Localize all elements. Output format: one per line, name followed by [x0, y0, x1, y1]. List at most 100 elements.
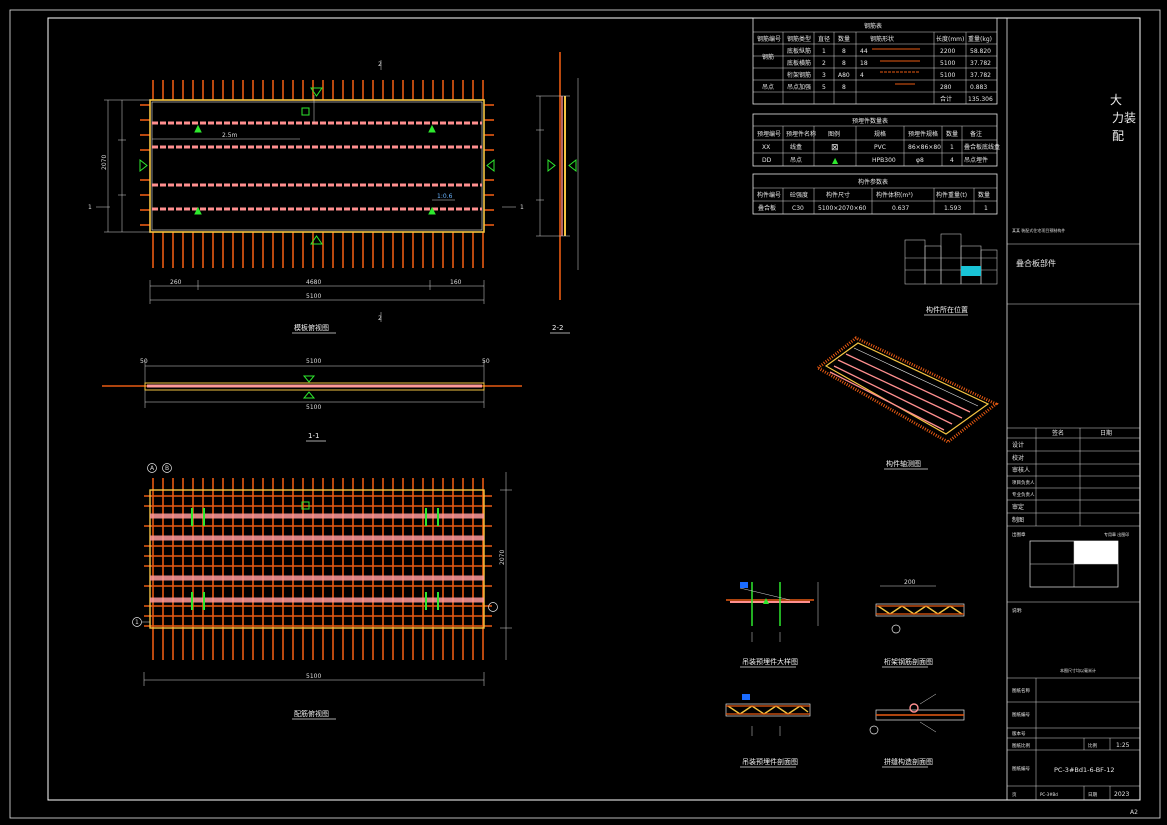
embedded-cell: 叠合板底线盒 — [964, 143, 1000, 151]
drawing-frame-outer — [9, 9, 1161, 819]
detail-lift-section-caption: 吊装预埋件剖面图 — [742, 757, 798, 766]
component-cell: 构件尺寸 — [826, 191, 850, 199]
embedded-cell: DD — [762, 157, 772, 164]
rebar-cell: 直径 — [818, 35, 830, 43]
section-mark-top-label: 2 — [378, 61, 382, 68]
embedded-cell: 86×86×80 — [908, 144, 941, 151]
plan-lift-point-icon — [428, 124, 436, 133]
plan-lift-point-icon — [194, 206, 202, 215]
plan-junction-box-icon — [301, 107, 310, 116]
detail-joint-section[interactable]: 拼缝构造剖面图 — [869, 693, 965, 768]
embedded-parts-table[interactable]: 预埋件数量表 预埋编号 预埋件名称 图例 规格 预埋件规格 数量 备注 XX 线… — [752, 113, 1000, 167]
drawing-number-label: 图纸编号 — [1012, 711, 1030, 718]
section-mark-icon — [139, 158, 148, 173]
plan-dowels-bottom — [152, 232, 484, 268]
reinf-ref-row: 1 — [135, 619, 139, 626]
notes-label: 说明: — [1012, 607, 1023, 614]
detail-lift-plan[interactable]: 吊装预埋件大样图 — [726, 582, 819, 668]
reinforcement-caption: 配筋俯视图 — [294, 709, 329, 718]
embedded-cell: 吊点埋件 — [964, 156, 988, 164]
rebar-cell: 37.782 — [970, 60, 991, 67]
component-cell: 1.593 — [944, 205, 961, 212]
component-cell: 构件重量(t) — [936, 191, 967, 199]
reinf-ref-a: A — [150, 465, 155, 472]
section-mark-icon — [302, 391, 316, 399]
rebar-cell: 5 — [822, 84, 826, 91]
rebar-table[interactable]: 钢筋表 钢筋编号 钢筋类型 直径 数量 钢筋形状 长度(mm) 重量(kg) 钢… — [752, 17, 998, 105]
component-cell: 5100×2070×60 — [818, 205, 866, 212]
project-note: 某某 装配式住宅项目预制构件 — [1012, 227, 1065, 233]
page-label: 页 — [1012, 792, 1017, 798]
rebar-cell: 钢筋 — [762, 53, 774, 61]
sign-row-label: 校对 — [1012, 454, 1024, 462]
component-table[interactable]: 构件参数表 构件编号 砼强度 构件尺寸 构件体积(m³) 构件重量(t) 数量 … — [752, 173, 998, 215]
detail-truss-caption: 桁架钢筋剖面图 — [884, 657, 933, 666]
embedded-cell: φ8 — [916, 157, 924, 164]
section-mark-right-label: 1 — [520, 204, 524, 211]
rebar-cell: 58.820 — [970, 48, 991, 55]
embedded-cell: 规格 — [874, 130, 886, 138]
rebar-cell: A80 — [838, 72, 850, 79]
plan-view[interactable]: 2 2 1 1 2.5m 1:0.6 2070 260 4680 160 510… — [88, 60, 524, 334]
stamp-label: 出图章 — [1012, 531, 1026, 538]
embedded-cell: 数量 — [946, 130, 958, 138]
component-cell: 1 — [984, 205, 988, 212]
plan-dowels-top — [152, 80, 484, 100]
section-1-1[interactable]: 5100 50 50 5100 1-1 — [102, 358, 522, 442]
company-name-line2: 力装 — [1112, 111, 1136, 125]
embedded-cell: XX — [762, 144, 770, 151]
rebar-cell: 长度(mm) — [936, 35, 964, 43]
section-mark-icon — [302, 375, 316, 383]
component-cell: 构件编号 — [757, 191, 781, 199]
rebar-cell: 吊点 — [762, 83, 774, 91]
rebar-cell: 桁架钢筋 — [787, 71, 811, 79]
sign-row-label: 审定 — [1012, 503, 1024, 511]
rebar-cell: 0.883 — [970, 84, 987, 91]
embedded-cell: 4 — [950, 157, 954, 164]
rebar-cell: 重量(kg) — [968, 35, 992, 43]
key-plan-caption: 构件所在位置 — [926, 305, 968, 314]
page-number: A2 — [1130, 809, 1138, 816]
rebar-cell: 钢筋编号 — [757, 35, 781, 43]
rebar-table-title: 钢筋表 — [864, 22, 882, 30]
embedded-cell: 备注 — [970, 130, 982, 138]
embedded-cell: 线盒 — [790, 143, 802, 151]
section-mark-icon — [568, 158, 577, 173]
detail-lift-section[interactable]: 吊装预埋件剖面图 — [725, 694, 811, 768]
rebar-cell: 8 — [842, 60, 846, 67]
rebar-cell: 2200 — [940, 48, 955, 55]
sign-row-label: 专业负责人 — [1012, 491, 1035, 498]
key-plan[interactable]: 构件所在位置 — [904, 233, 998, 316]
rebar-cell: 37.782 — [970, 72, 991, 79]
section11-bottom-width: 5100 — [306, 404, 321, 411]
page-value: PC-3#Bd — [1040, 792, 1058, 797]
plan-side-bars — [140, 104, 494, 226]
section-mark-left-label: 1 — [88, 204, 92, 211]
drawing-frame-inner — [47, 17, 1141, 801]
reinf-junction-box-icon — [301, 501, 310, 510]
title-block[interactable]: 大 力装 配 某某 装配式住宅项目预制构件 叠合板部件 签名 日期 设计 校对 … — [1006, 18, 1140, 800]
sign-row-label: 制图 — [1012, 516, 1024, 524]
section-mark-icon — [486, 158, 495, 173]
axonometric-view[interactable]: 构件轴测图 — [815, 336, 999, 470]
notes-text: 本图尺寸均以毫米计 — [1060, 667, 1096, 673]
rebar-cell: 135.306 — [968, 96, 993, 103]
rebar-cell: 280 — [940, 84, 952, 91]
reinforcement-plan[interactable]: A B 1 2070 5100 配筋俯视图 — [132, 463, 513, 720]
plan-height-dim: 2070 — [101, 155, 108, 170]
project-name: 叠合板部件 — [1016, 258, 1056, 268]
embedded-cell: 预埋编号 — [757, 130, 781, 138]
scale-label: 图纸比例 — [1012, 742, 1030, 749]
detail-joint-caption: 拼缝构造剖面图 — [884, 757, 933, 766]
section11-top-width: 5100 — [306, 358, 321, 365]
section-2-2[interactable]: 2-2 — [536, 52, 579, 334]
section-mark-bottom-label: 2 — [378, 315, 382, 322]
detail-lift-plan-caption: 吊装预埋件大样图 — [742, 657, 798, 666]
drawing-name-label: 图纸名称 — [1012, 687, 1030, 694]
reinf-horizontal-bars — [144, 495, 492, 627]
embedded-cell: 图例 — [828, 130, 840, 138]
component-cell: 0.637 — [892, 205, 909, 212]
detail-truss-section[interactable]: 200 桁架钢筋剖面图 — [875, 579, 965, 668]
key-plan-highlight — [961, 266, 981, 276]
